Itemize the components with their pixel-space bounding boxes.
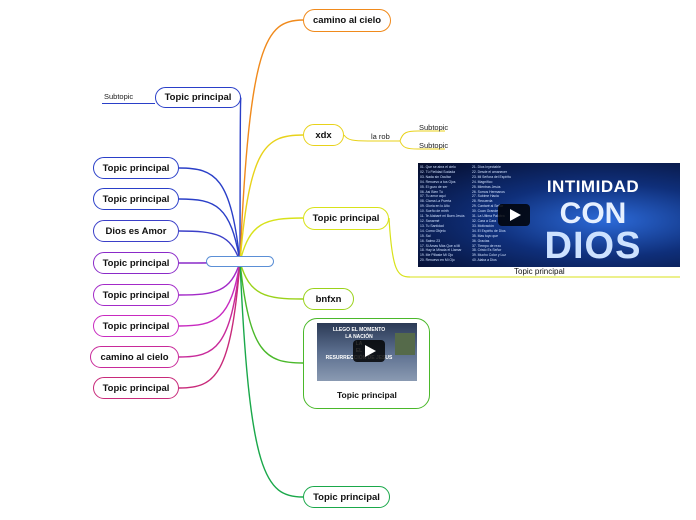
right-topic-3[interactable]: Topic principal [303,207,389,230]
track-line: 19. Me Pillaste Mi Ojo [420,253,453,258]
image-node-caption: Topic principal [514,267,565,276]
connector [399,130,419,142]
connector [239,261,304,300]
track-line: LA NACIÓN [345,334,373,340]
track-line: 37. Tiempo de rezo [472,243,502,248]
track-line: 12. Sanarmé [420,218,440,223]
track-line: 18. Hay la Mirada el Llamar [420,248,462,253]
track-line: 38. Cristo Es Señor [472,248,502,253]
track-line: 21. Dios Inyectable [472,165,501,169]
right-topic-6[interactable]: Topic principal [303,486,390,508]
connector [239,217,304,263]
connector [388,217,411,278]
central-topic[interactable] [206,256,274,267]
connector [343,134,369,142]
right-topic-camino-al-cielo[interactable]: camino al cielo [303,9,391,32]
track-line: 29. Cantaré al Señor [472,204,504,209]
track-line: 24. Magnífico [472,179,493,184]
connector [239,261,304,364]
connector [178,198,241,263]
track-line: 34. El Espíritu de Dios [472,228,506,233]
track-line: 15. Sal [420,233,431,238]
connector [178,261,241,389]
video-play-icon[interactable] [353,340,385,362]
video-node-caption: Topic principal [337,390,397,400]
left-topic-4[interactable]: Topic principal [93,252,179,274]
track-line: 08. Clama La Puerta [420,199,452,204]
connector [399,140,419,150]
track-line: 28. Recuerda [472,199,493,204]
track-line: 33. Motivación [472,223,494,228]
connector [178,167,241,263]
track-line: 25. Mientras Jesús [472,184,501,189]
track-line: 36. Gracias [472,238,490,243]
track-line: 26. Somos Hermanos [472,189,505,194]
track-line: LLEGO EL MOMENTO [332,327,386,333]
connector [178,230,241,263]
track-line: 22. Desde el amanecer [472,169,508,174]
track-line: 16. Salmo 23 [420,238,440,243]
right-topic-bnfxn[interactable]: bnfxn [303,288,354,310]
left-topic-6[interactable]: Topic principal [93,315,179,337]
connector [239,261,304,498]
track-line: 07. Tu amor aquí [420,194,446,199]
track-line: 06. Así Bien Tú [420,189,443,194]
thumbnail-title-1: INTIMIDAD [546,177,640,196]
track-line: 13. Tu Santidad [420,223,444,228]
track-line: 04. Renuevo a tus Ojos [420,179,456,184]
left-topic-7[interactable]: Topic principal [93,377,179,399]
connector [239,19,304,263]
track-line: 01. Que se abra el cielo [420,165,456,169]
left-subtopic[interactable]: Subtopic [104,92,134,101]
track-line: 20. Renuevo en Mi Ojo [420,258,455,263]
track-line: 40. Alaba a Dios [472,258,497,263]
track-line: 31. La Ultima Palabra [472,214,505,219]
xdx-subtopic-1[interactable]: Subtopic [419,123,449,132]
left-topic-1[interactable]: Topic principal [155,87,241,108]
xdx-subtopic-2[interactable]: Subtopic [419,141,449,150]
track-line: 05. El gozo de ser [420,184,448,189]
track-line: 02. Tú Fielidad Sodada [420,169,455,174]
track-line: 32. Cara a Cara [472,218,497,223]
left-topic-5[interactable]: Topic principal [93,284,179,306]
left-subtopic-underline [102,103,155,104]
left-topic-camino-al-cielo[interactable]: camino al cielo [90,346,179,368]
right-topic-xdx[interactable]: xdx [303,124,344,146]
track-line: 11. Te Alabaré mi Buen Jesús [420,214,465,219]
track-line: 09. Gloria en lo Alto [420,204,450,209]
track-line: 03. Nada sin Ocultar [420,174,451,179]
thumbnail-title-2: CON [559,197,627,230]
left-topic-3[interactable]: Topic principal [93,188,179,210]
track-line: 30. Cuan Grande [472,209,499,214]
connector [178,261,241,358]
left-topic-dios-es-amor[interactable]: Dios es Amor [93,220,179,242]
play-icon[interactable] [498,204,530,226]
track-line: 14. Como Objeto [420,228,446,233]
track-line: 27. Subime Hacia [472,194,499,199]
track-line: 23. Mi Señora del Espíritu [472,174,512,179]
track-line: 35. Mas tuyo que [472,233,499,238]
video-inset-image [395,333,415,355]
xdx-branch-label[interactable]: la rob [371,132,390,141]
connector [239,134,304,263]
connector [178,261,241,327]
track-line: 10. Sueño de mirth [420,209,449,214]
track-line: 39. Mucho Color y Luz [472,253,506,258]
left-topic-2[interactable]: Topic principal [93,157,179,179]
track-line: 17. Si Amas Más Que a Mi [420,243,461,248]
thumbnail-title-3: DIOS [544,225,642,267]
connector [178,261,241,296]
